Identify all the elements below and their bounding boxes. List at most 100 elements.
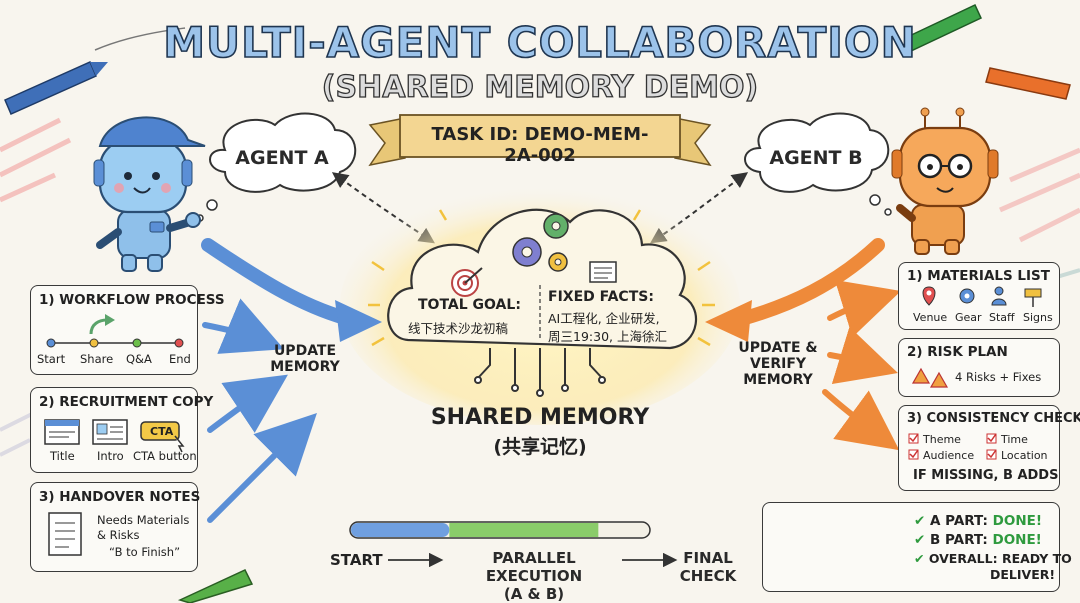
- materials-item: Venue: [913, 311, 948, 324]
- notes-icon: [48, 512, 82, 556]
- check-icon: ✔: [914, 513, 926, 529]
- green-crayon-icon: [904, 3, 982, 53]
- recruitment-icons: [44, 419, 185, 453]
- shared-memory-title: SHARED MEMORY: [430, 405, 650, 430]
- blue-crayon-icon: [4, 61, 108, 115]
- orange-arrowhead: [705, 300, 752, 342]
- update-verify-line: VERIFY: [749, 356, 807, 372]
- consistency-title: 3) CONSISTENCY CHECK: [907, 411, 1080, 426]
- recruitment-item: CTA button: [133, 449, 197, 463]
- handover-title: 3) HANDOVER NOTES: [39, 489, 201, 505]
- risk-text: 4 Risks + Fixes: [955, 370, 1042, 384]
- status-overall-value: READY TO: [1001, 551, 1072, 566]
- status-a-label: A PART:: [930, 513, 988, 529]
- fixed-facts-line: AI工程化, 企业研发,: [548, 311, 660, 326]
- handover-line: Needs Materials: [97, 513, 190, 527]
- handover-quote: “B to Finish”: [109, 545, 181, 559]
- recruitment-item: Title: [50, 449, 75, 463]
- status-a-value: DONE!: [992, 513, 1042, 529]
- check-icon: ✔: [914, 551, 925, 566]
- workflow-step: Start: [37, 352, 66, 366]
- shared-memory-subtitle: (共享记忆): [493, 436, 587, 458]
- blue-arrowhead: [335, 300, 382, 342]
- consistency-check: Audience: [923, 449, 975, 462]
- update-verify-line: UPDATE &: [738, 340, 818, 356]
- task-banner: [368, 114, 712, 167]
- progress-final-line: FINAL: [683, 549, 733, 567]
- status-panel: [762, 502, 1060, 592]
- fixed-facts-line: 周三19:30, 上海徐汇: [548, 329, 667, 344]
- status-b-value: DONE!: [992, 532, 1042, 548]
- materials-item: Staff: [989, 311, 1015, 324]
- workflow-panel: 1) WORKFLOW PROCESS Start Share Q&A End: [30, 285, 225, 375]
- update-memory-line: UPDATE: [273, 343, 337, 359]
- materials-panel: 1) MATERIALS LIST Venue Gear Staff Signs: [898, 262, 1060, 330]
- page-title: MULTI-AGENT COLLABORATION: [162, 17, 917, 68]
- glow-rays: [368, 209, 715, 347]
- progress-middle-line: PARALLEL EXECUTION: [485, 549, 583, 585]
- handover-line: & Risks: [97, 528, 140, 542]
- consistency-panel: 3) CONSISTENCY CHECK Theme Time Audience…: [898, 405, 1080, 491]
- workflow-step: End: [169, 352, 191, 366]
- robot-b-icon: [891, 107, 999, 255]
- fixed-facts-label: FIXED FACTS:: [548, 289, 654, 305]
- workflow-step: Q&A: [126, 352, 152, 366]
- materials-title: 1) MATERIALS LIST: [907, 268, 1050, 284]
- update-verify-line: MEMORY: [743, 372, 813, 388]
- orange-crayon-icon: [985, 67, 1071, 100]
- total-goal-label: TOTAL GOAL:: [418, 297, 521, 313]
- progress-middle: PARALLEL EXECUTION (A & B): [444, 549, 624, 603]
- materials-item: Signs: [1023, 311, 1053, 324]
- status-overall-value-2: DELIVER!: [990, 567, 1056, 582]
- checkbox-icons: [908, 433, 997, 460]
- green-crayon-bottom-icon: [177, 569, 254, 603]
- page-subtitle: (SHARED MEMORY DEMO): [321, 69, 759, 105]
- agent-b-thought-cloud: [744, 112, 892, 216]
- handover-panel: 3) HANDOVER NOTES Needs Materials & Risk…: [30, 482, 201, 572]
- progress-final-line: CHECK: [679, 567, 737, 585]
- task-id-label: TASK ID: DEMO-MEM-2A-002: [431, 124, 649, 166]
- progress-middle-line: (A & B): [503, 585, 565, 603]
- consistency-check: Time: [1001, 433, 1028, 446]
- risk-panel: 2) RISK PLAN 4 Risks + Fixes: [898, 338, 1060, 397]
- materials-item: Gear: [955, 311, 982, 324]
- materials-icons: [922, 286, 1042, 307]
- status-a: ✔ A PART: DONE!: [914, 513, 1042, 529]
- status-overall: ✔ OVERALL: READY TO: [914, 551, 1072, 566]
- blue-update-arrows: [201, 238, 352, 523]
- status-b: ✔ B PART: DONE!: [914, 532, 1042, 548]
- workflow-title: 1) WORKFLOW PROCESS: [39, 292, 225, 308]
- progress-bar: [349, 521, 651, 539]
- update-memory-label: UPDATE MEMORY: [262, 343, 348, 375]
- recruitment-title: 2) RECRUITMENT COPY: [39, 394, 214, 410]
- progress-final: FINAL CHECK: [676, 549, 740, 585]
- warning-icon: [911, 367, 949, 388]
- cta-badge: CTA: [150, 425, 174, 438]
- consistency-check: Location: [1001, 449, 1048, 462]
- workflow-step: Share: [80, 352, 114, 366]
- agent-b-label: AGENT B: [769, 147, 863, 169]
- status-overall-label: OVERALL:: [928, 551, 998, 566]
- checklist-icon: [589, 261, 617, 283]
- consistency-check: Theme: [923, 433, 961, 446]
- target-icon: [451, 267, 483, 297]
- robot-a-icon: [93, 116, 206, 272]
- pencil-line: [94, 27, 186, 51]
- check-icon: ✔: [914, 532, 926, 548]
- progress-start: START: [330, 551, 383, 569]
- recruitment-panel: 2) RECRUITMENT COPY CTA Title Intro CTA …: [30, 387, 213, 473]
- total-goal-value: 线下技术沙龙初稿: [408, 321, 509, 336]
- status-b-label: B PART:: [930, 532, 988, 548]
- recruitment-item: Intro: [97, 449, 124, 463]
- orange-update-arrows: [738, 238, 901, 451]
- update-memory-line: MEMORY: [270, 359, 340, 375]
- agent-a-label: AGENT A: [235, 147, 329, 169]
- update-verify-label: UPDATE & VERIFY MEMORY: [735, 340, 821, 388]
- consistency-footer: IF MISSING, B ADDS: [913, 468, 1059, 483]
- shared-memory-cloud: [387, 208, 698, 397]
- gears-icon: [512, 213, 569, 272]
- agent-a-memory-link: [331, 172, 435, 244]
- risk-title: 2) RISK PLAN: [907, 344, 1008, 360]
